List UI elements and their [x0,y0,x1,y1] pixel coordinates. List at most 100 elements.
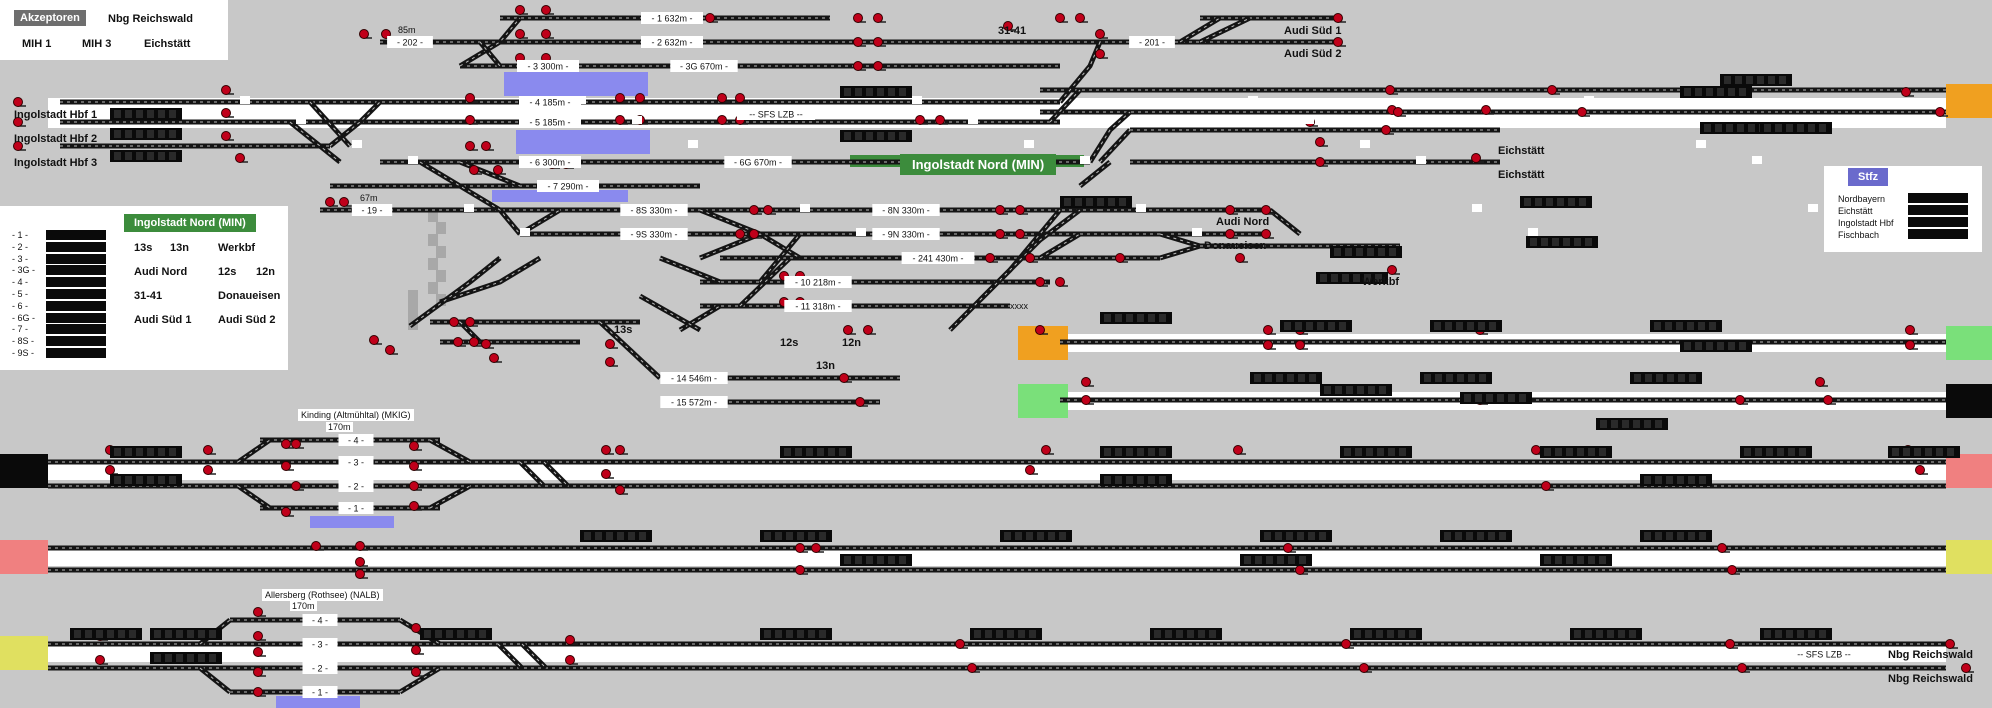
signal-60[interactable] [1055,277,1065,287]
allersberg-station-label[interactable]: Allersberg (Rothsee) (NALB) [262,589,383,601]
signal-42[interactable] [1095,29,1105,39]
track-label[interactable]: - 10 218m - [795,278,841,288]
signal-149[interactable] [1717,543,1727,553]
track-label[interactable]: - 14 546m - [671,374,717,384]
signal-82[interactable] [843,325,853,335]
track-label[interactable]: - 202 - [397,38,423,48]
signal-126[interactable] [409,461,419,471]
signal-83[interactable] [863,325,873,335]
signal-166[interactable] [1359,663,1369,673]
signal-17[interactable] [615,115,625,125]
signal-5[interactable] [221,131,231,141]
signal-85[interactable] [855,397,865,407]
signal-106[interactable] [1901,87,1911,97]
signal-95[interactable] [605,357,615,367]
signal-153[interactable] [253,607,263,617]
track-label[interactable]: - 9S 330m - [630,230,677,240]
track-switch-28[interactable] [659,255,721,285]
track-label[interactable]: - 6 300m - [529,158,570,168]
signal-158[interactable] [411,623,421,633]
signal-56[interactable] [1015,229,1025,239]
signal-156[interactable] [253,667,263,677]
track-label[interactable]: - 11 318m - [795,302,840,312]
track-switch-5[interactable] [459,159,521,189]
signal-69[interactable] [763,205,773,215]
signal-90[interactable] [369,335,379,345]
place-audi-sud-1[interactable]: Audi Süd 1 [1284,25,1342,37]
signal-147[interactable] [1283,543,1293,553]
signal-120[interactable] [281,439,291,449]
signal-94[interactable] [605,339,615,349]
signal-163[interactable] [955,639,965,649]
signal-132[interactable] [615,485,625,495]
place-audi-nord[interactable]: Audi Nord [1216,216,1270,228]
signal-32[interactable] [873,61,883,71]
signal-65[interactable] [1387,265,1397,275]
signal-169[interactable] [1945,639,1955,649]
signal-157[interactable] [253,687,263,697]
track-switch-31[interactable] [236,437,272,465]
signal-140[interactable] [311,541,321,551]
signal-101[interactable] [1735,395,1745,405]
track-label[interactable]: - 2 - [312,664,328,674]
min-signal-13s[interactable]: 13s [134,242,152,254]
track-label[interactable]: - 19 - [361,206,382,216]
track-label[interactable]: - 3G 670m - [680,62,728,72]
track-label[interactable]: - 1 - [348,504,364,514]
track-switch-32[interactable] [236,483,272,511]
track-switch-1[interactable] [288,120,342,164]
signal-89[interactable] [469,337,479,347]
signal-71[interactable] [749,229,759,239]
place-12n[interactable]: 12n [842,337,861,349]
acceptor-mih3[interactable]: MIH 3 [82,38,111,50]
signal-34[interactable] [735,93,745,103]
signal-44[interactable] [1333,13,1343,23]
signal-164[interactable] [967,663,977,673]
min-signal-audi-sud-2[interactable]: Audi Süd 2 [218,314,275,326]
signal-11[interactable] [515,29,525,39]
signal-62[interactable] [1225,229,1235,239]
signal-133[interactable] [1041,445,1051,455]
signal-111[interactable] [1577,107,1587,117]
signal-26[interactable] [705,13,715,23]
signal-48[interactable] [1315,157,1325,167]
signal-155[interactable] [253,647,263,657]
signal-52[interactable] [1471,153,1481,163]
place-donaueisen[interactable]: Donaueisen [1204,240,1267,252]
signal-91[interactable] [385,345,395,355]
signal-45[interactable] [1333,37,1343,47]
place-ingolstadt-hbf-3[interactable]: Ingolstadt Hbf 3 [14,157,98,169]
signal-152[interactable] [95,655,105,665]
signal-16[interactable] [635,93,645,103]
signal-15[interactable] [615,93,625,103]
signal-50[interactable] [1481,105,1491,115]
place-eichstaett-2[interactable]: Eichstätt [1498,169,1545,181]
signal-88[interactable] [453,337,463,347]
place-audi-sud-2[interactable]: Audi Süd 2 [1284,48,1342,60]
signal-122[interactable] [281,461,291,471]
min-signal-12n[interactable]: 12n [256,266,275,278]
signal-99[interactable] [1295,340,1305,350]
signal-115[interactable] [1263,325,1273,335]
signal-2[interactable] [13,141,23,151]
signal-66[interactable] [1235,253,1245,263]
signal-28[interactable] [873,13,883,23]
track-switch-23[interactable] [1268,208,1302,236]
signal-63[interactable] [1261,205,1271,215]
signal-162[interactable] [565,655,575,665]
track-label[interactable]: - 1 - [312,688,328,698]
signal-64[interactable] [1261,229,1271,239]
signal-141[interactable] [355,541,365,551]
signal-168[interactable] [1737,663,1747,673]
signal-93[interactable] [489,353,499,363]
track-label[interactable]: - 4 185m - [529,98,570,108]
signal-74[interactable] [325,197,335,207]
signal-112[interactable] [1905,325,1915,335]
signal-144[interactable] [795,543,805,553]
min-signal-werkbf[interactable]: Werkbf [218,242,255,254]
signal-124[interactable] [281,507,291,517]
signal-7[interactable] [359,29,369,39]
signal-108[interactable] [1385,85,1395,95]
signal-92[interactable] [481,339,491,349]
signal-87[interactable] [465,317,475,327]
